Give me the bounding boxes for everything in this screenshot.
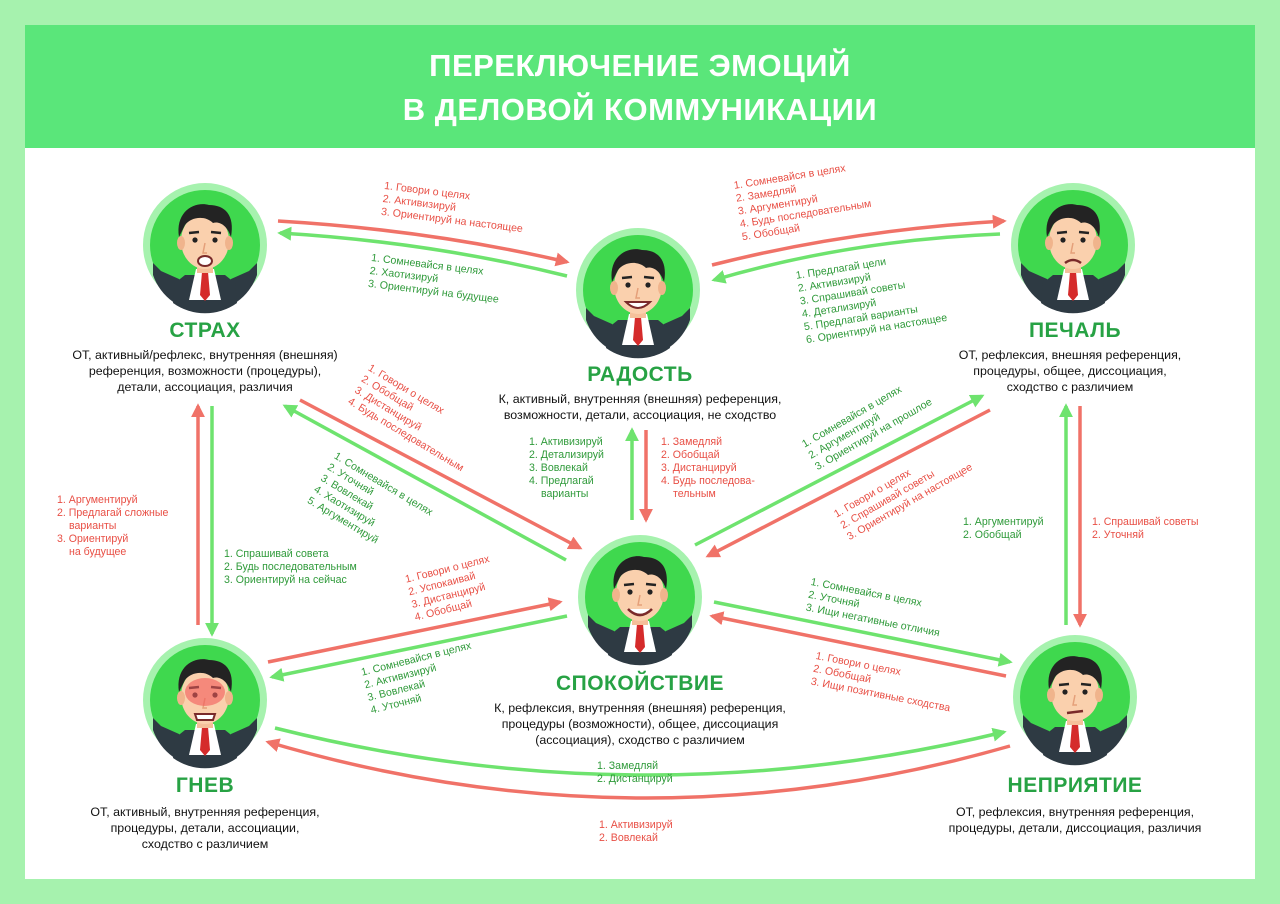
sadness-name: ПЕЧАЛЬ	[1028, 319, 1122, 342]
arrow-dislike-to-anger	[265, 738, 1011, 800]
arrow-calm-to-dislike	[713, 600, 1013, 667]
arrow-calm-to-sadness	[694, 394, 985, 547]
calm-avatar	[576, 533, 704, 667]
steps-anger-to-fear: 1. Аргументируй 2. Предлагай сложные вар…	[57, 494, 169, 558]
arrow-anger-to-calm	[267, 597, 563, 664]
anger-avatar	[141, 636, 269, 770]
steps-joy-to-calm: 1. Замедляй 2. Обобщай 3. Дистанцируй 4.…	[661, 436, 755, 500]
header-banner: ПЕРЕКЛЮЧЕНИЕ ЭМОЦИЙ В ДЕЛОВОЙ КОММУНИКАЦ…	[25, 25, 1255, 148]
page-title-line-1: ПЕРЕКЛЮЧЕНИЕ ЭМОЦИЙ	[429, 48, 851, 83]
page-title-line-2: В ДЕЛОВОЙ КОММУНИКАЦИИ	[402, 92, 878, 127]
joy-name: РАДОСТЬ	[587, 363, 693, 386]
steps-anger-to-dislike: 1. Замедляй 2. Дистанцируй	[597, 760, 673, 785]
arrow-anger-to-dislike	[274, 726, 1007, 777]
arrow-calm-to-fear	[282, 404, 567, 562]
dislike-avatar	[1011, 633, 1139, 767]
steps-calm-to-joy: 1. Активизируй 2. Детализируй 3. Вовлека…	[529, 436, 604, 500]
arrow-joy-to-fear	[277, 226, 568, 278]
dislike-name: НЕПРИЯТИЕ	[1007, 774, 1143, 797]
sadness-avatar	[1009, 181, 1137, 315]
arrow-sadness-to-joy	[711, 232, 1001, 284]
anger-name: ГНЕВ	[175, 774, 235, 797]
arrow-sadness-to-calm	[705, 408, 991, 558]
anger-description: ОТ, активный, внутренняя референция, про…	[90, 805, 320, 851]
dislike-description: ОТ, рефлексия, внутренняя референция, пр…	[948, 805, 1202, 835]
steps-dislike-to-anger: 1. Активизируй 2. Вовлекай	[599, 819, 673, 844]
calm-description: К, рефлексия, внутренняя (внешняя) рефер…	[494, 701, 786, 747]
arrow-joy-to-sadness	[711, 214, 1007, 267]
steps-dislike-to-sadness: 1. Аргументируй 2. Обобщай	[963, 516, 1044, 541]
steps-sadness-to-dislike: 1. Спрашивай советы 2. Уточняй	[1092, 516, 1199, 541]
calm-name: СПОКОЙСТВИЕ	[555, 672, 725, 695]
fear-description: ОТ, активный/рефлекс, внутренняя (внешня…	[72, 348, 338, 394]
fear-name: СТРАХ	[169, 319, 241, 342]
joy-avatar	[574, 226, 702, 360]
arrow-fear-to-joy	[277, 219, 570, 267]
arrow-fear-to-calm	[299, 398, 583, 550]
fear-avatar	[141, 181, 269, 315]
sadness-description: ОТ, рефлексия, внешняя референция, проце…	[958, 348, 1182, 394]
arrow-dislike-to-calm	[709, 611, 1007, 678]
joy-description: К, активный, внутренняя (внешняя) рефере…	[498, 392, 782, 422]
steps-fear-to-anger: 1. Спрашивай совета 2. Будь последовател…	[224, 548, 357, 586]
arrow-calm-to-anger	[269, 614, 568, 682]
